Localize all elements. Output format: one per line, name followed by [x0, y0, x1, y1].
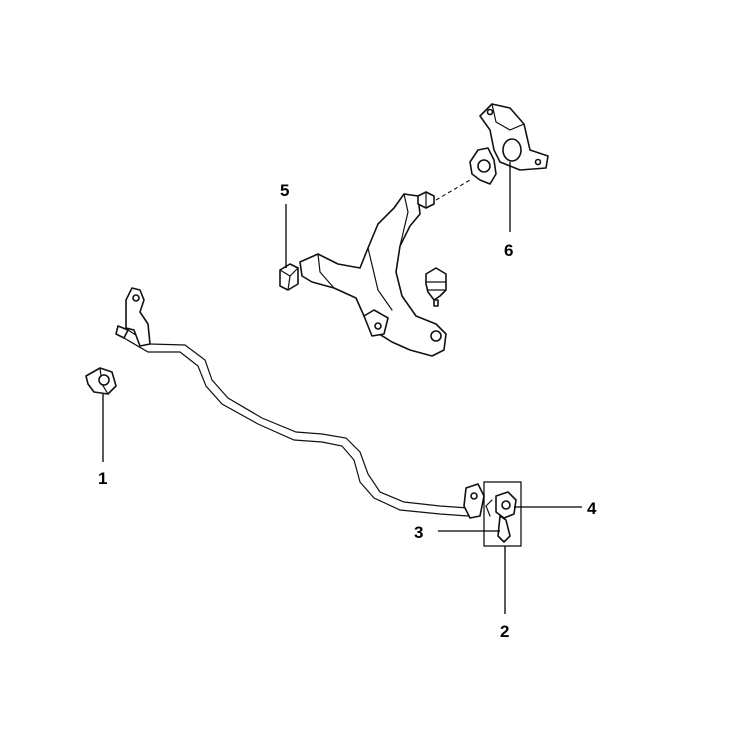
stabilizer-bar: [115, 287, 485, 519]
callout-3: 3: [414, 523, 423, 542]
assembly-guide-line: [435, 179, 471, 201]
bushing-bracket-part-6: [469, 103, 549, 185]
leader-lines: [102, 162, 582, 614]
bushing-part-1: [85, 367, 117, 395]
callout-5: 5: [280, 181, 289, 200]
lower-control-arm: [299, 191, 447, 357]
callout-1: 1: [98, 469, 107, 488]
callout-2: 2: [500, 622, 509, 641]
bushing-part-5: [279, 263, 299, 291]
callout-6: 6: [504, 241, 513, 260]
end-link-assembly: [483, 481, 522, 547]
callout-4: 4: [587, 499, 597, 518]
